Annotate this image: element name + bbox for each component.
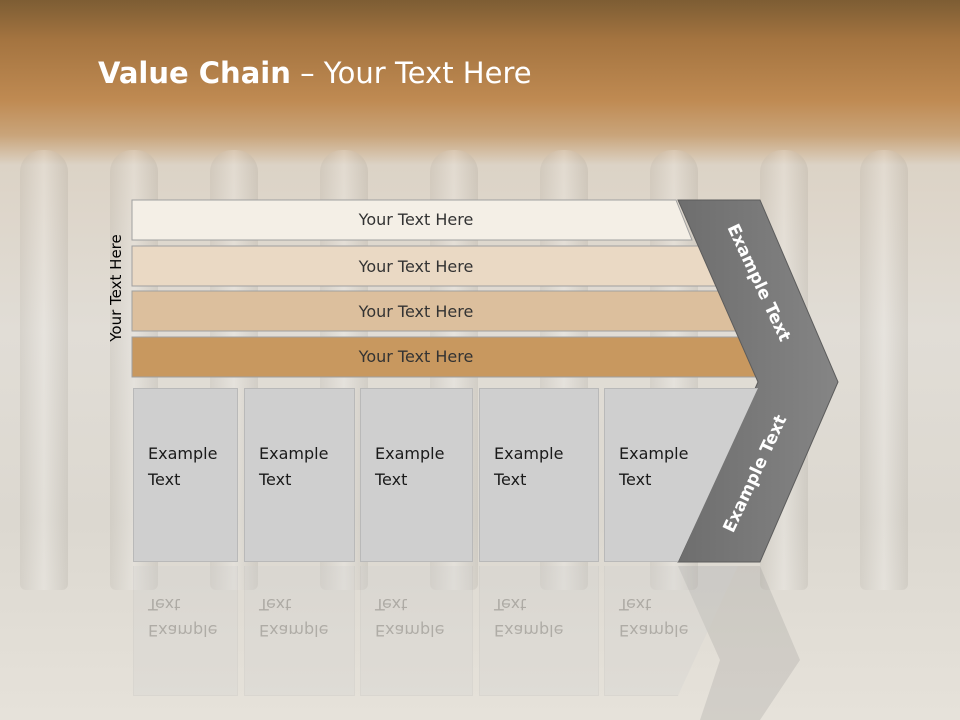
reflection-4-line1: Example bbox=[494, 621, 564, 640]
box-5-line2: Text bbox=[619, 470, 652, 489]
bar-row: Your Text Here bbox=[131, 290, 739, 332]
reflection-5-line2: Text bbox=[619, 595, 652, 614]
box-5-line1: Example bbox=[619, 444, 689, 463]
reflection-2-line1: Example bbox=[259, 621, 329, 640]
chevron-reflection bbox=[678, 566, 800, 720]
box-1-line1: Example bbox=[148, 444, 218, 463]
bar-row: Your Text Here bbox=[131, 336, 763, 378]
title-bold: Value Chain bbox=[98, 56, 291, 90]
reflection-1-line2: Text bbox=[148, 595, 181, 614]
box-reflection: Example Text bbox=[604, 566, 758, 696]
box-2-line2: Text bbox=[259, 470, 292, 489]
bar-3-label: Your Text Here bbox=[358, 302, 474, 321]
box-reflection: Example Text bbox=[360, 566, 473, 696]
box-4-line1: Example bbox=[494, 444, 564, 463]
bottle-shape bbox=[20, 150, 68, 590]
bottle-shape bbox=[860, 150, 908, 590]
box-reflection: Example Text bbox=[133, 566, 238, 696]
reflection-3-line2: Text bbox=[375, 595, 408, 614]
reflection-2-line2: Text bbox=[259, 595, 292, 614]
reflection-4-line2: Text bbox=[494, 595, 527, 614]
bar-row: Your Text Here bbox=[131, 245, 718, 287]
chevron-arrow bbox=[677, 199, 839, 563]
bar-4-label: Your Text Here bbox=[358, 347, 474, 366]
box-2-line1: Example bbox=[259, 444, 329, 463]
box-1-line2: Text bbox=[148, 470, 181, 489]
reflection-1-line1: Example bbox=[148, 621, 218, 640]
box-4-line2: Text bbox=[494, 470, 527, 489]
bar-2-label: Your Text Here bbox=[358, 257, 474, 276]
bar-1-label: Your Text Here bbox=[358, 210, 474, 229]
reflection-3-line1: Example bbox=[375, 621, 445, 640]
box-reflection: Example Text bbox=[479, 566, 599, 696]
box-3-line2: Text bbox=[375, 470, 408, 489]
bar-1 bbox=[131, 199, 693, 241]
slide-title: Value Chain – Your Text Here bbox=[98, 56, 532, 90]
box-reflection: Example Text bbox=[244, 566, 355, 696]
box-3-line1: Example bbox=[375, 444, 445, 463]
reflection-5-line1: Example bbox=[619, 621, 689, 640]
bar-row: Your Text Here bbox=[131, 199, 693, 241]
title-rest: – Your Text Here bbox=[290, 56, 532, 90]
